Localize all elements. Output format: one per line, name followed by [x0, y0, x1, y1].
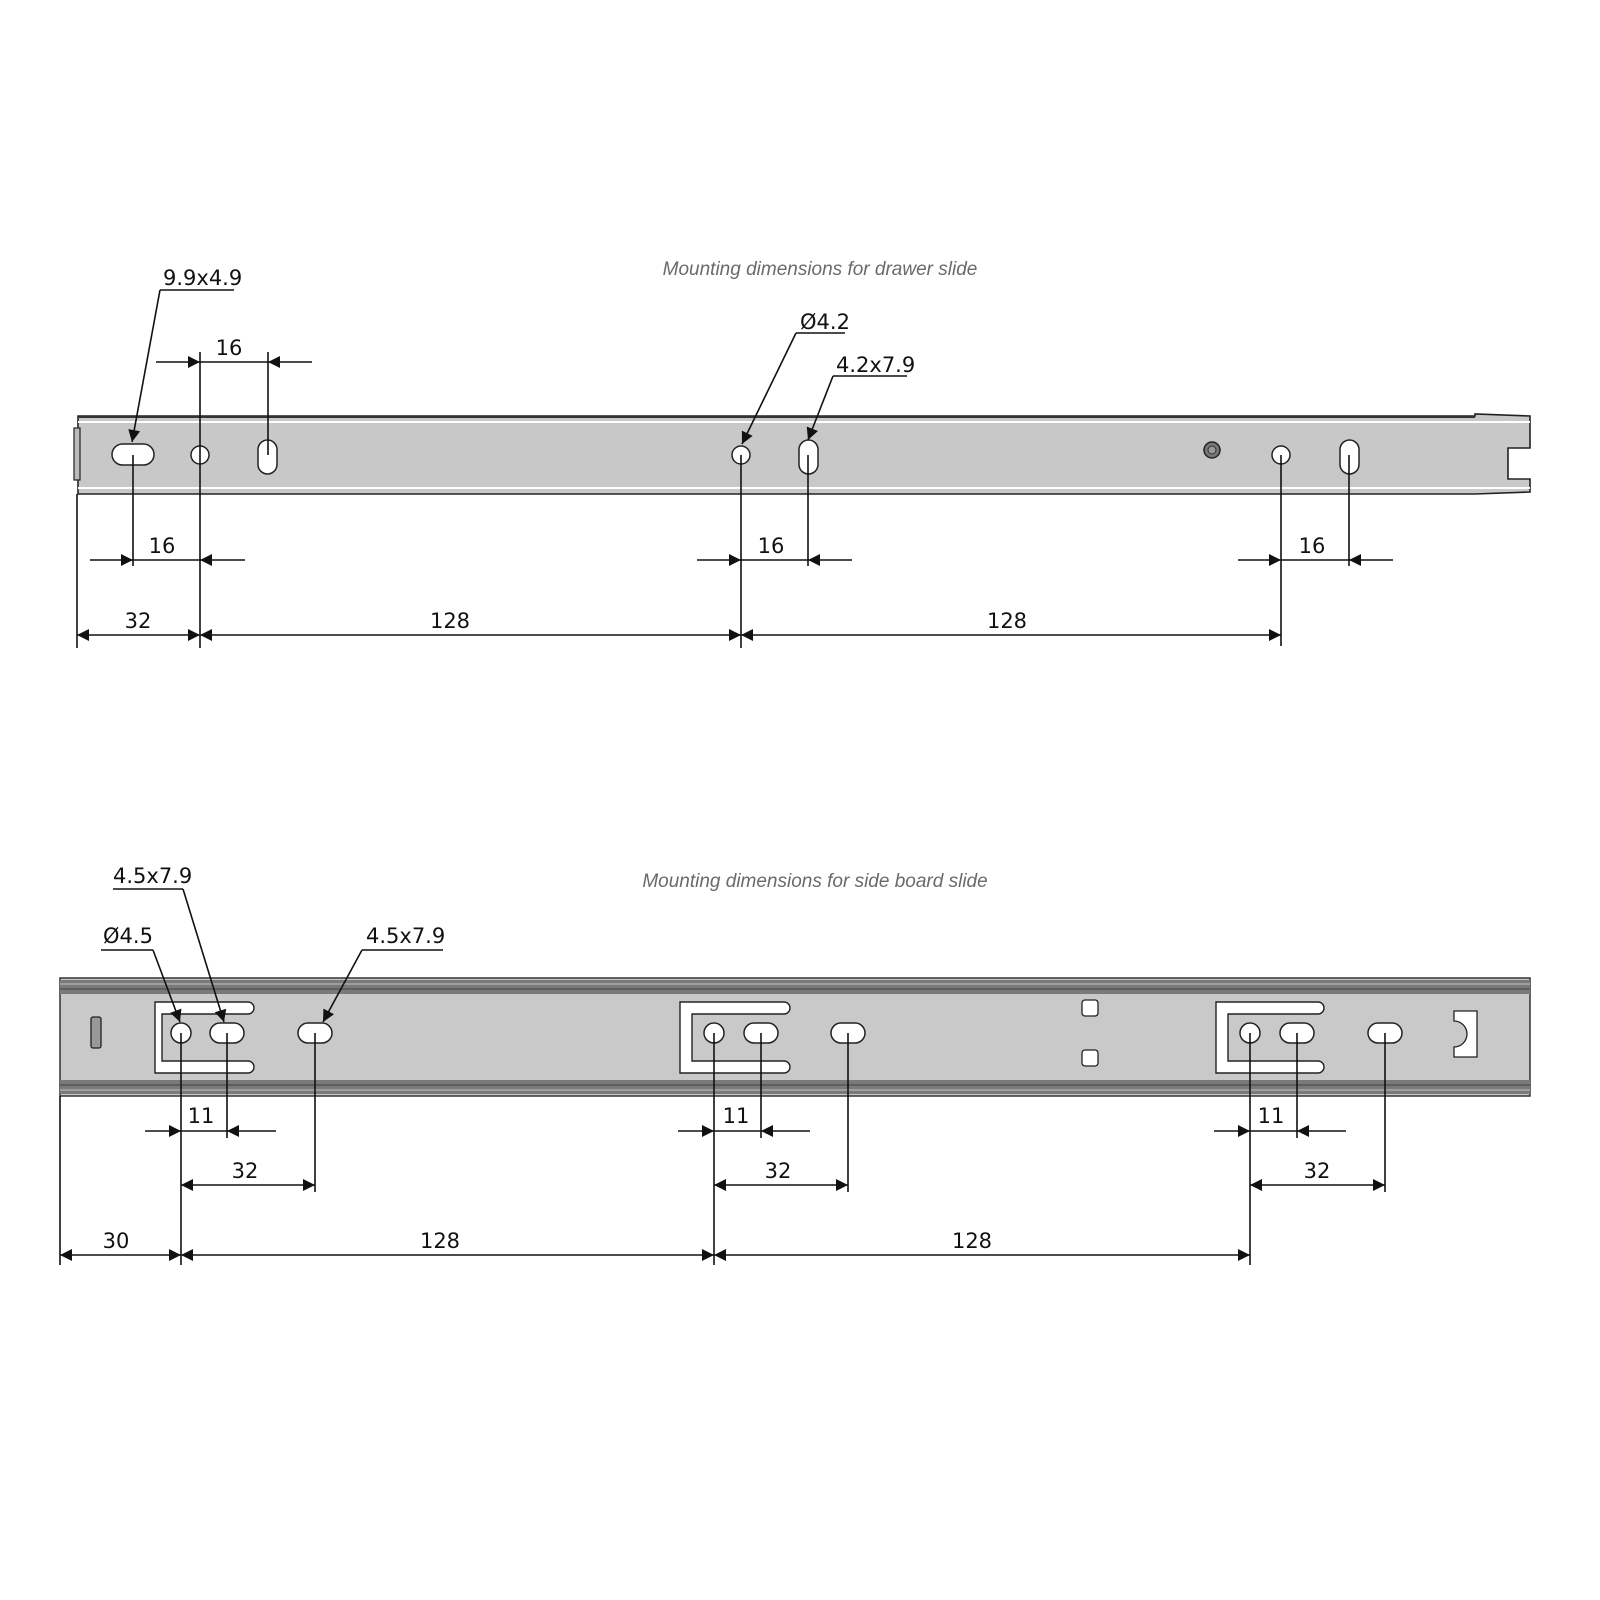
dim-11-b: 11	[723, 1104, 750, 1128]
drawer-slide-title: Mounting dimensions for drawer slide	[663, 259, 978, 280]
dim-128-c: 128	[420, 1229, 460, 1253]
dim-16-b: 16	[758, 534, 785, 558]
callout-hole-4.5: Ø4.5	[103, 924, 153, 948]
dim-32-c: 32	[1304, 1159, 1331, 1183]
callout-hole-4.2: Ø4.2	[800, 310, 850, 334]
callout-slot-front: 9.9x4.9	[163, 266, 242, 290]
dim-11-c: 11	[1258, 1104, 1285, 1128]
drawer-rail	[73, 413, 1531, 495]
dim-128-a: 128	[430, 609, 470, 633]
callout-slot-4.5x7.9-a: 4.5x7.9	[113, 864, 192, 888]
callout-slot-4.2x7.9: 4.2x7.9	[836, 353, 915, 377]
dim-32-b: 32	[765, 1159, 792, 1183]
side-board-rail	[59, 977, 1531, 1097]
dim-32: 32	[125, 609, 152, 633]
dim-128-b: 128	[987, 609, 1027, 633]
dim-11-a: 11	[188, 1104, 215, 1128]
dim-top-16: 16	[216, 336, 243, 360]
dim-16-c: 16	[1299, 534, 1326, 558]
callout-slot-4.5x7.9-b: 4.5x7.9	[366, 924, 445, 948]
side-board-slide-title: Mounting dimensions for side board slide	[642, 871, 987, 892]
dim-16-a: 16	[149, 534, 176, 558]
dim-30: 30	[103, 1229, 130, 1253]
dim-128-d: 128	[952, 1229, 992, 1253]
dim-32-a: 32	[232, 1159, 259, 1183]
side-board-slide-section: Mounting dimensions for side board slide	[59, 864, 1531, 1265]
drawer-slide-section: Mounting dimensions for drawer slide 9.9…	[73, 259, 1531, 648]
